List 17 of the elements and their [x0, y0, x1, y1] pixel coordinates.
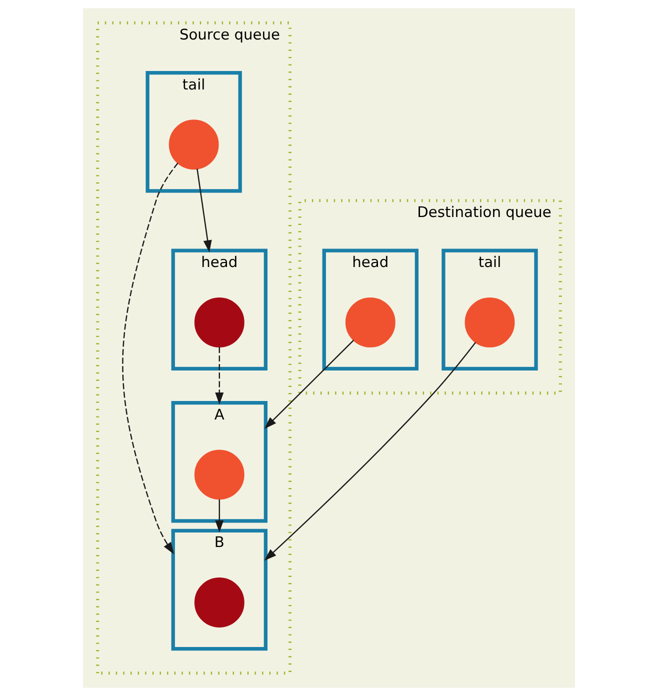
- arrow: [196, 168, 212, 252]
- node-circle: [194, 450, 244, 500]
- arrow: [214, 347, 224, 405]
- arrow: [122, 162, 178, 554]
- arrow: [264, 342, 476, 561]
- node-circle: [194, 578, 244, 628]
- cluster: tail: [145, 70, 242, 193]
- node-circle: [194, 297, 244, 348]
- arrow: [264, 340, 354, 429]
- cluster: head: [322, 248, 418, 371]
- node-circle: [168, 120, 218, 170]
- cluster: tail: [441, 248, 538, 371]
- arrow: [214, 499, 224, 533]
- cluster: B: [170, 528, 267, 651]
- cluster: head: [170, 248, 267, 371]
- node-circle: [464, 297, 514, 348]
- node-circle: [344, 297, 395, 348]
